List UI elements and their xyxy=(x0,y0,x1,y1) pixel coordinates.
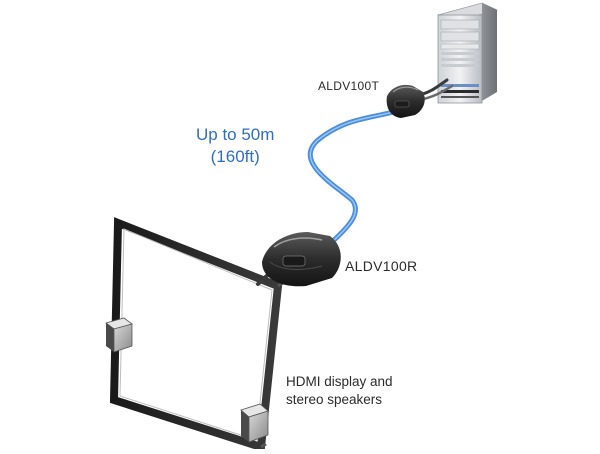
receiver-label: ALDV100R xyxy=(345,258,418,274)
distance-label-line1: Up to 50m xyxy=(196,125,275,144)
distance-label: Up to 50m (160ft) xyxy=(196,124,274,168)
transmitter-label: ALDV100T xyxy=(318,79,380,93)
right-speaker-icon xyxy=(240,403,269,443)
cat5-cable xyxy=(307,109,396,247)
receiver-box-icon xyxy=(262,232,341,287)
display-label: HDMI display and stereo speakers xyxy=(286,373,393,409)
pc-tower-icon xyxy=(436,2,499,104)
display-label-line1: HDMI display and xyxy=(286,374,393,389)
left-speaker-icon xyxy=(105,317,133,353)
display-label-line2: stereo speakers xyxy=(286,392,383,407)
transmitter-box-icon xyxy=(386,84,425,118)
distance-label-line2: (160ft) xyxy=(210,147,260,166)
